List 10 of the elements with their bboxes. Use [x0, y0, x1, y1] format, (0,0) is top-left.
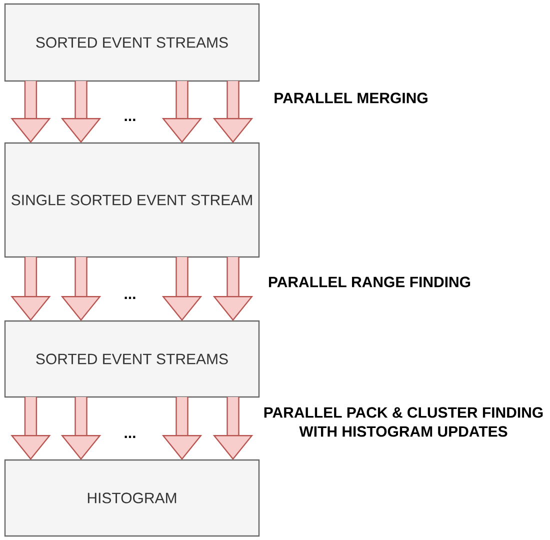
process-box: SORTED EVENT STREAMS	[4, 3, 260, 82]
step-label: PARALLEL PACK & CLUSTER FINDING WITH HISTOGRAM UPDATES	[264, 407, 543, 437]
step-label: PARALLEL RANGE FINDING	[268, 276, 470, 288]
ellipsis: ...	[124, 436, 136, 438]
process-box: HISTOGRAM	[4, 459, 260, 537]
process-box: SORTED EVENT STREAMS	[4, 320, 260, 398]
process-box: SINGLE SORTED EVENT STREAM	[4, 142, 260, 258]
step-label: PARALLEL MERGING	[274, 92, 428, 104]
ellipsis: ...	[124, 296, 136, 299]
ellipsis: ...	[124, 118, 136, 121]
